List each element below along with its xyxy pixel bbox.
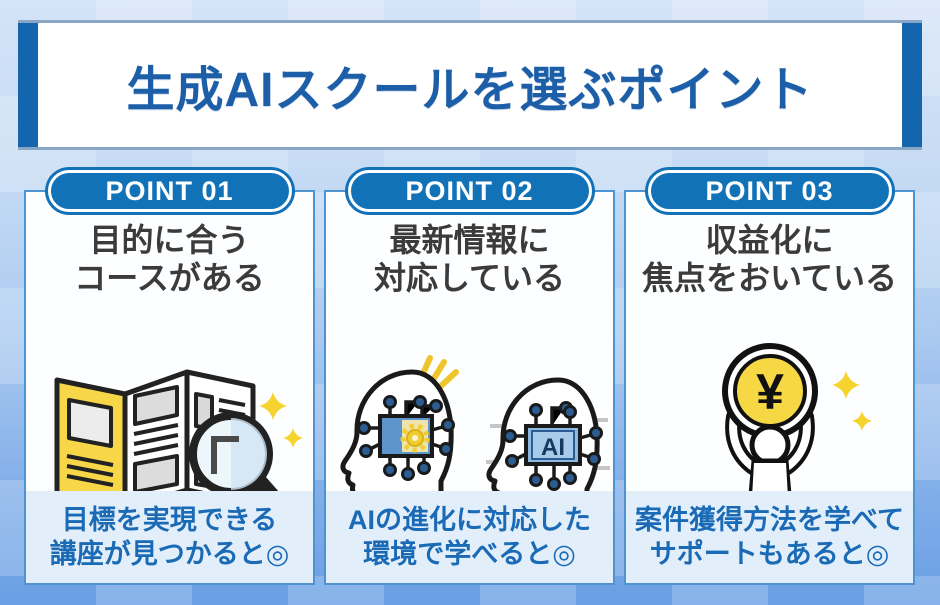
point-03-heading: 収益化に 焦点をおいている — [626, 222, 913, 298]
point-card-1: POINT 01 目的に合う コースがある — [24, 170, 315, 585]
point-03-caption-line1: 案件獲得方法を学べて — [635, 504, 904, 535]
point-02-caption-line2: 環境で学べると◎ — [363, 539, 576, 569]
point-01-caption: 目標を実現できる 講座が見つかると◎ — [26, 491, 313, 583]
point-03-heading-line2: 焦点をおいている — [641, 259, 898, 296]
point-01-caption-line1: 目標を実現できる — [61, 504, 278, 535]
ai-chip-label: AI — [541, 434, 565, 461]
header-right-accent-bar — [902, 23, 922, 147]
point-01-heading: 目的に合う コースがある — [26, 222, 313, 298]
point-02-caption: AIの進化に対応した 環境で学べると◎ — [326, 491, 613, 583]
person-holding-yen-coin-illustration: ¥ — [626, 302, 913, 597]
point-03-heading-line1: 収益化に — [705, 222, 834, 258]
point-02-caption-line1: AIの進化に対応した — [348, 504, 591, 535]
person-yen-coin-icon: ¥ — [721, 343, 872, 559]
point-01-heading-line2: コースがある — [74, 259, 265, 296]
point-03-badge: POINT 03 — [647, 170, 892, 212]
point-card-2: POINT 02 最新情報に 対応している — [324, 170, 615, 585]
point-02-heading-line1: 最新情報に — [389, 222, 550, 258]
point-01-caption-line2: 講座が見つかると◎ — [49, 539, 290, 569]
point-02-heading-line2: 対応している — [373, 259, 566, 296]
brochure-magnifier-icon — [54, 369, 303, 523]
header-left-accent-bar — [18, 23, 38, 147]
point-03-caption: 案件獲得方法を学べて サポートもあると◎ — [626, 491, 913, 583]
page-title: 生成AIスクールを選ぶポイント — [126, 64, 814, 117]
point-01-heading-line1: 目的に合う — [89, 222, 250, 258]
point-02-heading: 最新情報に 対応している — [326, 222, 613, 298]
coin-yen-symbol: ¥ — [756, 364, 784, 420]
point-02-badge: POINT 02 — [347, 170, 592, 212]
point-03-caption-line2: サポートもあると◎ — [649, 539, 890, 569]
header-banner: 生成AIスクールを選ぶポイント — [18, 20, 922, 150]
brochure-magnifier-illustration — [26, 302, 313, 597]
point-01-badge: POINT 01 — [47, 170, 292, 212]
point-card-3: POINT 03 収益化に 焦点をおいている ¥ — [624, 170, 915, 585]
